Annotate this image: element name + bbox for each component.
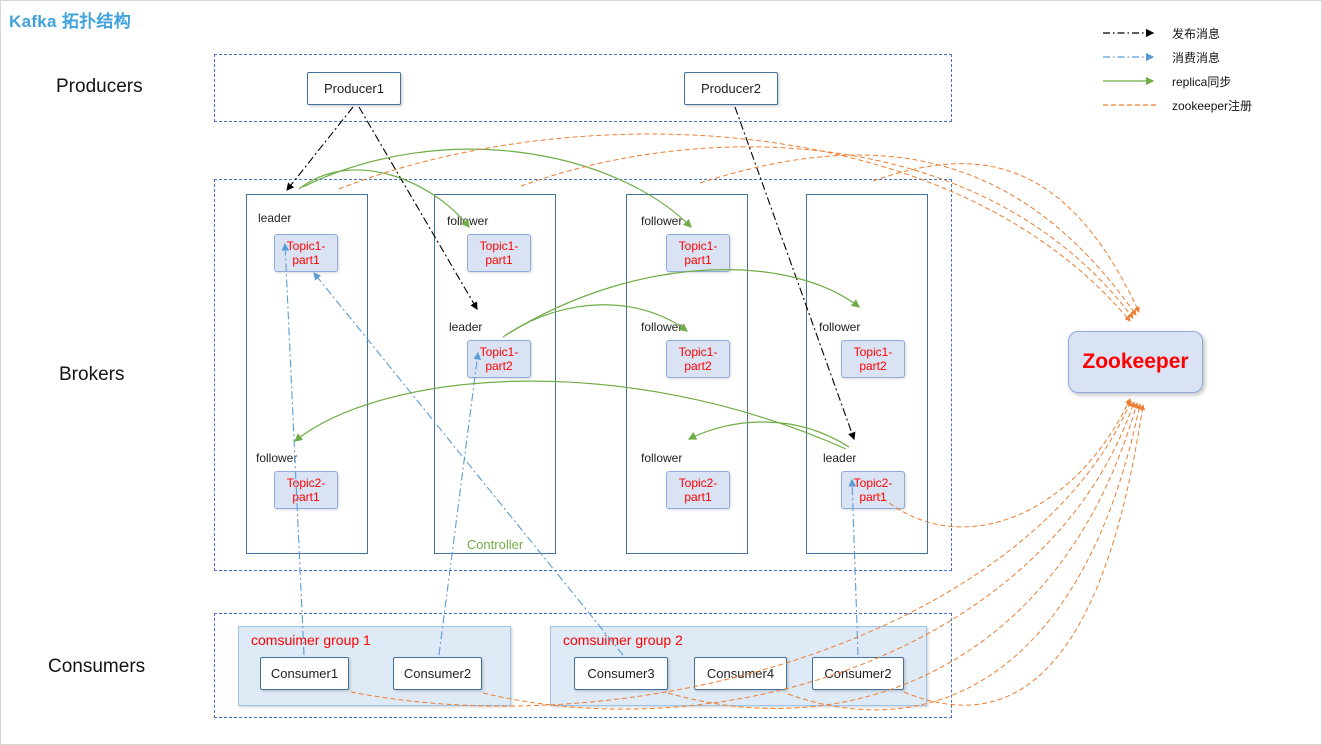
legend-item-publish: 发布消息 bbox=[1099, 21, 1252, 45]
row-label-producers: Producers bbox=[56, 76, 143, 97]
publish-line-icon bbox=[1103, 28, 1155, 38]
replica-line-icon bbox=[1103, 76, 1155, 86]
zookeeper-node: Zookeeper bbox=[1068, 331, 1203, 393]
broker3-role-bottom: follower bbox=[641, 451, 683, 465]
producers-section bbox=[214, 54, 952, 122]
controller-label: Controller bbox=[466, 537, 524, 552]
broker1-role-top: leader bbox=[258, 211, 292, 225]
broker2-topic1-part2: Topic1-part2 bbox=[467, 340, 531, 378]
broker4-role-bottom: leader bbox=[823, 451, 857, 465]
row-label-brokers: Brokers bbox=[59, 364, 125, 385]
legend-label-zookeeper: zookeeper注册 bbox=[1172, 98, 1253, 113]
legend-label-publish: 发布消息 bbox=[1172, 26, 1221, 41]
broker3-role-top: follower bbox=[641, 214, 683, 228]
page-title: Kafka 拓扑结构 bbox=[9, 12, 132, 31]
broker4-topic1-part2: Topic1-part2 bbox=[841, 340, 905, 378]
legend-item-consume: 消费消息 bbox=[1099, 45, 1252, 69]
broker2-role-top: follower bbox=[447, 214, 489, 228]
broker3-topic1-part2: Topic1-part2 bbox=[666, 340, 730, 378]
broker4-role-middle: follower bbox=[819, 320, 861, 334]
broker3-topic2-part1: Topic2-part1 bbox=[666, 471, 730, 509]
consumer2-node: Consumer2 bbox=[393, 657, 482, 690]
broker1-role-bottom: follower bbox=[256, 451, 298, 465]
consume-line-icon bbox=[1103, 52, 1155, 62]
consumer3-node: Consumer3 bbox=[574, 657, 668, 690]
consumer-group2-title: comsuimer group 2 bbox=[563, 632, 683, 648]
consumer-group1-title: comsuimer group 1 bbox=[251, 632, 371, 648]
consumer2b-node: Consumer2 bbox=[812, 657, 904, 690]
consumer4-node: Consumer4 bbox=[694, 657, 787, 690]
producer2-node: Producer2 bbox=[684, 72, 778, 105]
broker1-topic2-part1: Topic2-part1 bbox=[274, 471, 338, 509]
broker4-topic2-part1: Topic2-part1 bbox=[841, 471, 905, 509]
broker2-role-middle: leader bbox=[449, 320, 483, 334]
broker2-topic1-part1: Topic1-part1 bbox=[467, 234, 531, 272]
zookeeper-line-icon bbox=[1103, 104, 1157, 106]
legend-item-zookeeper: zookeeper注册 bbox=[1099, 93, 1252, 117]
producer1-node: Producer1 bbox=[307, 72, 401, 105]
broker1-topic1-part1: Topic1-part1 bbox=[274, 234, 338, 272]
legend: 发布消息 消费消息 replica同步 zookeeper注册 bbox=[1099, 21, 1252, 117]
legend-label-consume: 消费消息 bbox=[1172, 50, 1221, 65]
consumer1-node: Consumer1 bbox=[260, 657, 349, 690]
broker3-role-middle: follower bbox=[641, 320, 683, 334]
row-label-consumers: Consumers bbox=[48, 656, 146, 677]
legend-item-replica: replica同步 bbox=[1099, 69, 1252, 93]
broker3-topic1-part1: Topic1-part1 bbox=[666, 234, 730, 272]
legend-label-replica: replica同步 bbox=[1172, 74, 1232, 89]
